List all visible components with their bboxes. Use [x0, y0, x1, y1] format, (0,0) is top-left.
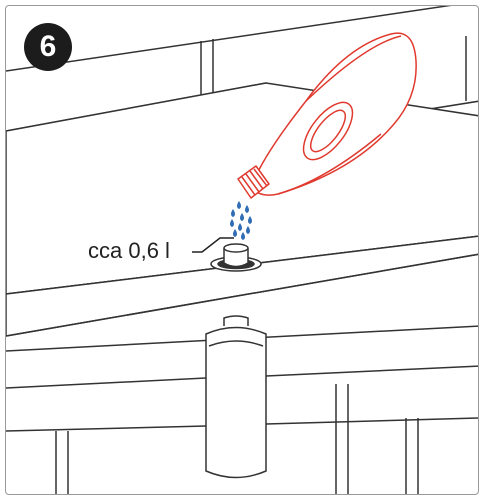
amount-leader-line [192, 237, 234, 253]
water-drops-icon [230, 201, 252, 240]
filler-cap-icon [210, 243, 262, 272]
dispenser-tank-icon [205, 315, 267, 479]
sink-illustration [6, 6, 478, 494]
step-number-badge: 6 [24, 23, 72, 71]
countertop [6, 82, 478, 337]
amount-label: cca 0,6 l [88, 238, 170, 263]
bottle-icon [237, 32, 417, 199]
illustration-frame: 6 cca 0,6 l [5, 5, 479, 495]
